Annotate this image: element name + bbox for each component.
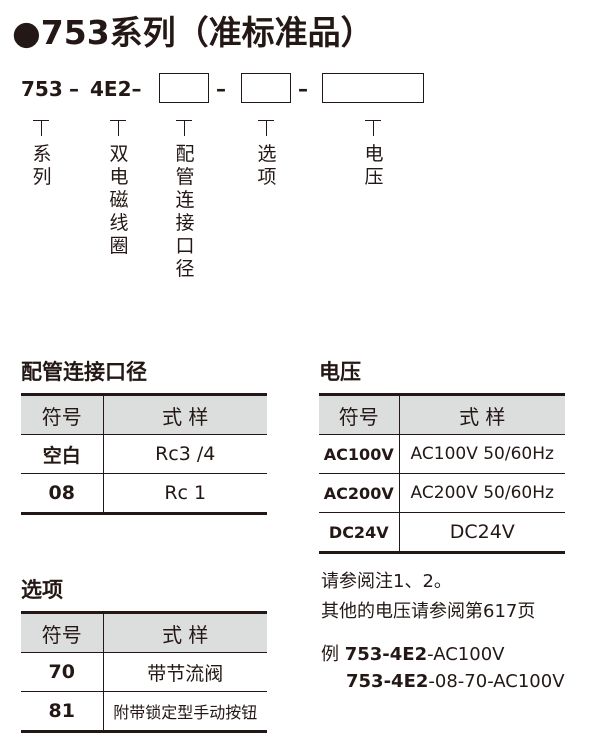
table-header-row: 符号 式 样	[21, 393, 267, 435]
label-voltage: 电压	[364, 143, 384, 188]
page-title: ●753系列（准标准品）	[12, 13, 374, 52]
cell-spec: AC100V 50/60Hz	[399, 434, 565, 474]
model-dash: –	[69, 77, 79, 101]
example-model: 753-4E2	[346, 671, 429, 692]
table-row: 08 Rc 1	[21, 473, 267, 515]
example-prefix: 例	[321, 644, 345, 665]
cell-symbol: 81	[21, 691, 104, 733]
model-prefix: 753	[21, 77, 63, 101]
port-table: 符号 式 样 空白 Rc3 /4 08 Rc 1	[21, 393, 267, 515]
cell-spec: 附带锁定型手动按钮	[103, 691, 267, 733]
port-size-box	[159, 73, 209, 103]
note-line: 请参阅注1、2。	[321, 571, 452, 592]
label-double-coil: 双电磁线圈	[109, 143, 129, 257]
model-dash: –	[216, 77, 226, 101]
connector-line	[41, 120, 42, 136]
table-row: 81 附带锁定型手动按钮	[21, 691, 267, 733]
port-table-title: 配管连接口径	[21, 360, 147, 384]
example-suffix: -AC100V	[427, 644, 505, 665]
example-suffix: -08-70-AC100V	[428, 671, 565, 692]
table-row: AC200V AC200V 50/60Hz	[319, 473, 565, 513]
label-option: 选项	[257, 143, 277, 188]
voltage-table: 符号 式 样 AC100V AC100V 50/60Hz AC200V AC20…	[319, 393, 565, 554]
connector-line	[118, 120, 119, 136]
connector-line	[184, 120, 185, 136]
example-line: 例 753-4E2-AC100V	[321, 640, 504, 666]
cell-symbol: DC24V	[319, 512, 400, 554]
connector-line	[266, 120, 267, 136]
label-series: 系列	[32, 143, 52, 188]
cell-symbol: AC100V	[319, 434, 400, 474]
example-model: 753-4E2	[344, 644, 428, 665]
table-row: 70 带节流阀	[21, 652, 267, 692]
header-spec: 式 样	[103, 611, 267, 653]
cell-spec: Rc 1	[103, 473, 267, 515]
note-line: 其他的电压请参阅第617页	[321, 601, 536, 622]
option-table: 符号 式 样 70 带节流阀 81 附带锁定型手动按钮	[21, 611, 267, 733]
voltage-box	[322, 73, 424, 103]
label-port-size: 配管连接口径	[175, 143, 195, 280]
cell-spec: DC24V	[399, 512, 565, 554]
option-box	[241, 73, 291, 103]
table-row: AC100V AC100V 50/60Hz	[319, 434, 565, 474]
header-spec: 式 样	[103, 393, 267, 435]
header-spec: 式 样	[399, 393, 565, 435]
cell-symbol: AC200V	[319, 473, 400, 513]
voltage-table-title: 电压	[319, 360, 361, 384]
cell-spec: Rc3 /4	[103, 434, 267, 474]
header-symbol: 符号	[21, 393, 104, 435]
model-dash: –	[298, 77, 308, 101]
option-table-title: 选项	[21, 578, 63, 602]
table-header-row: 符号 式 样	[319, 393, 565, 435]
cell-symbol: 空白	[21, 434, 104, 474]
cell-spec: 带节流阀	[103, 652, 267, 692]
cell-spec: AC200V 50/60Hz	[399, 473, 565, 513]
cell-symbol: 70	[21, 652, 104, 692]
table-row: 空白 Rc3 /4	[21, 434, 267, 474]
example-line: 753-4E2-08-70-AC100V	[346, 671, 565, 692]
header-symbol: 符号	[21, 611, 104, 653]
connector-line	[373, 120, 374, 136]
cell-symbol: 08	[21, 473, 104, 515]
header-symbol: 符号	[319, 393, 400, 435]
table-row: DC24V DC24V	[319, 512, 565, 554]
model-part2: 4E2–	[90, 77, 142, 101]
table-header-row: 符号 式 样	[21, 611, 267, 653]
